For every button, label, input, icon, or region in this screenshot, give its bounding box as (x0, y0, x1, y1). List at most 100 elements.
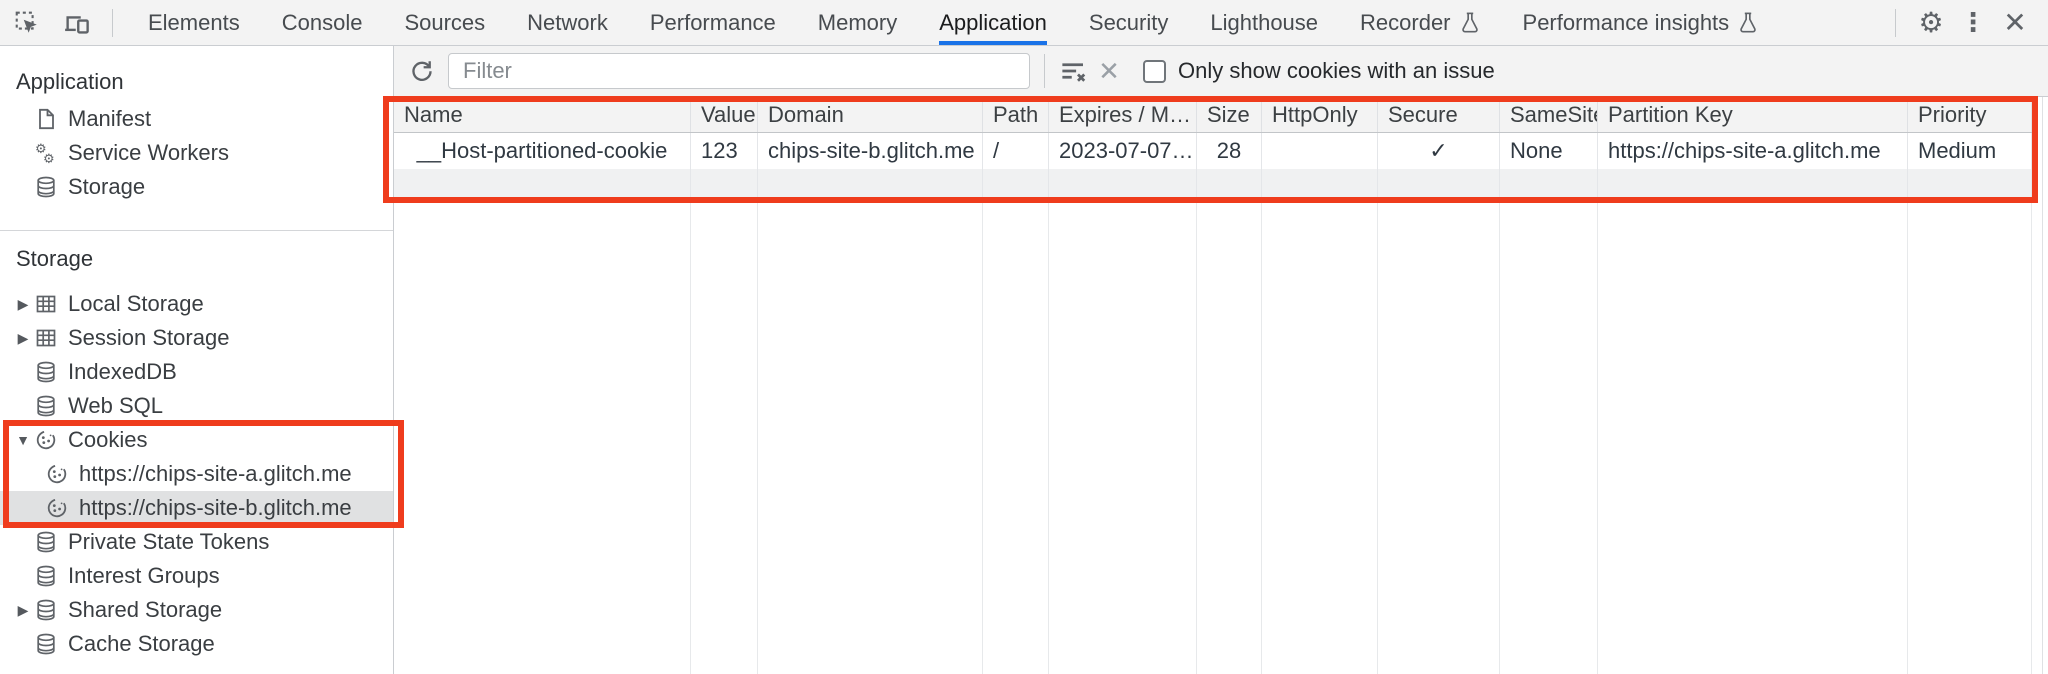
empty-cell (983, 197, 1049, 674)
inspect-element-icon[interactable] (12, 8, 42, 38)
cookie-cell-secure[interactable]: ✓ (1378, 133, 1500, 169)
sidebar-item-manifest[interactable]: Manifest (0, 102, 393, 136)
cookie-cell-value[interactable]: 123 (691, 133, 758, 169)
column-header-name[interactable]: Name (394, 97, 691, 132)
empty-cell (1500, 197, 1598, 674)
database-icon (33, 563, 59, 589)
cookie-cell-httponly[interactable] (1262, 133, 1378, 169)
filter-input[interactable] (448, 53, 1030, 89)
cookies-toolbar: ✕ Only show cookies with an issue (394, 46, 2048, 97)
tab-label: Performance (649, 9, 776, 35)
column-header-samesite[interactable]: SameSite (1500, 97, 1598, 132)
sidebar-section-title: Application (16, 69, 124, 94)
device-toolbar-icon[interactable] (62, 8, 92, 38)
column-header-size[interactable]: Size (1197, 97, 1262, 132)
sidebar-item-indexeddb[interactable]: IndexedDB (0, 355, 393, 389)
sidebar-item-label: IndexedDB (68, 359, 177, 384)
database-icon (33, 597, 59, 623)
column-header-path[interactable]: Path (983, 97, 1049, 132)
empty-cell (1598, 169, 1908, 197)
sidebar-item-local-storage[interactable]: ▶Local Storage (0, 287, 393, 321)
sidebar-item-shared-storage[interactable]: ▶ Shared Storage (0, 593, 393, 627)
cookie-cell-priority[interactable]: Medium (1908, 133, 2032, 169)
tab-label: Lighthouse (1210, 9, 1319, 35)
sidebar-item-session-storage[interactable]: ▶Session Storage (0, 321, 393, 355)
empty-cell (1262, 197, 1378, 674)
tabbar-divider (112, 8, 113, 37)
svg-text:⚙: ⚙ (35, 141, 47, 156)
column-header-expires-m[interactable]: Expires / M… (1049, 97, 1197, 132)
column-header-partition-key[interactable]: Partition Key (1598, 97, 1908, 132)
sidebar-item-cookies[interactable]: ▼Cookies (0, 423, 393, 457)
tab-elements[interactable]: Elements (127, 0, 261, 45)
cookie-cell-size[interactable]: 28 (1197, 133, 1262, 169)
cookie-cell-partition-key[interactable]: https://chips-site-a.glitch.me (1598, 133, 1908, 169)
tab-recorder[interactable]: Recorder (1339, 0, 1501, 45)
chevron-expanded-icon[interactable]: ▼ (16, 432, 30, 448)
sidebar-item-label: https://chips-site-b.glitch.me (79, 495, 352, 520)
sidebar-item-private-state-tokens[interactable]: Private State Tokens (0, 525, 393, 559)
tab-performance[interactable]: Performance (629, 0, 797, 45)
sidebar-item-service-workers[interactable]: ⚙⚙Service Workers (0, 136, 393, 170)
sidebar-item-label: Cache Storage (68, 631, 215, 656)
column-header-domain[interactable]: Domain (758, 97, 983, 132)
cookie-icon (44, 495, 70, 521)
sidebar-item-web-sql[interactable]: Web SQL (0, 389, 393, 423)
column-header-value[interactable]: Value (691, 97, 758, 132)
column-header-httponly[interactable]: HttpOnly (1262, 97, 1378, 132)
refresh-icon[interactable] (404, 53, 440, 89)
issue-filter-checkbox[interactable] (1143, 59, 1166, 83)
empty-cell (394, 169, 691, 197)
tabbar-left-icons (12, 0, 127, 45)
tab-security[interactable]: Security (1068, 0, 1189, 45)
tabbar-right-divider (1895, 8, 1896, 37)
settings-gear-icon[interactable]: ⚙ (1918, 7, 1944, 38)
empty-cell (691, 169, 758, 197)
column-header-priority[interactable]: Priority (1908, 97, 2032, 132)
more-options-icon[interactable]: ⋮ (1960, 7, 1986, 37)
tab-application[interactable]: Application (918, 0, 1068, 45)
empty-cell (691, 197, 758, 674)
tab-label: Recorder (1360, 9, 1451, 35)
sidebar-item-label: Storage (68, 174, 146, 199)
sidebar-item-https-chips-site-b-glitch-me[interactable]: https://chips-site-b.glitch.me (0, 491, 393, 525)
cookie-cell-domain[interactable]: chips-site-b.glitch.me (758, 133, 983, 169)
close-devtools-icon[interactable]: ✕ (2003, 7, 2027, 38)
empty-cell (983, 169, 1049, 197)
cookie-cell-name[interactable]: __Host-partitioned-cookie (394, 133, 691, 169)
tab-performance-insights[interactable]: Performance insights (1502, 0, 1781, 45)
sidebar-item-cache-storage[interactable]: Cache Storage (0, 627, 393, 661)
sidebar-item-interest-groups[interactable]: Interest Groups (0, 559, 393, 593)
sidebar-item-https-chips-site-a-glitch-me[interactable]: https://chips-site-a.glitch.me (0, 457, 393, 491)
clear-icon[interactable]: ✕ (1098, 55, 1120, 86)
cookie-icon (33, 427, 59, 453)
sidebar-item-label: Shared Storage (68, 597, 223, 622)
chevron-collapsed-icon[interactable]: ▶ (17, 601, 29, 618)
tab-network[interactable]: Network (506, 0, 629, 45)
cookie-cell-path[interactable]: / (983, 133, 1049, 169)
sidebar-item-label: Service Workers (68, 140, 229, 165)
chevron-collapsed-icon[interactable]: ▶ (17, 329, 29, 346)
toolbar-divider (1044, 54, 1045, 88)
tab-lighthouse[interactable]: Lighthouse (1189, 0, 1339, 45)
sidebar-section-title: Storage (16, 246, 94, 271)
clear-filter-icon[interactable] (1055, 53, 1091, 89)
empty-cell (1500, 169, 1598, 197)
column-header-secure[interactable]: Secure (1378, 97, 1500, 132)
tab-sources[interactable]: Sources (383, 0, 506, 45)
sidebar-item-storage[interactable]: Storage (0, 170, 393, 204)
empty-cell (1197, 169, 1262, 197)
empty-cell (1197, 197, 1262, 674)
chevron-collapsed-icon[interactable]: ▶ (17, 295, 29, 312)
cookies-panel: ✕ Only show cookies with an issue NameVa… (394, 46, 2048, 674)
cookie-cell-expires-m[interactable]: 2023-07-07… (1049, 133, 1197, 169)
empty-cell (1598, 197, 1908, 674)
tab-console[interactable]: Console (261, 0, 384, 45)
tab-memory[interactable]: Memory (797, 0, 918, 45)
cookie-cell-samesite[interactable]: None (1500, 133, 1598, 169)
sidebar-item-label: Manifest (68, 106, 152, 131)
